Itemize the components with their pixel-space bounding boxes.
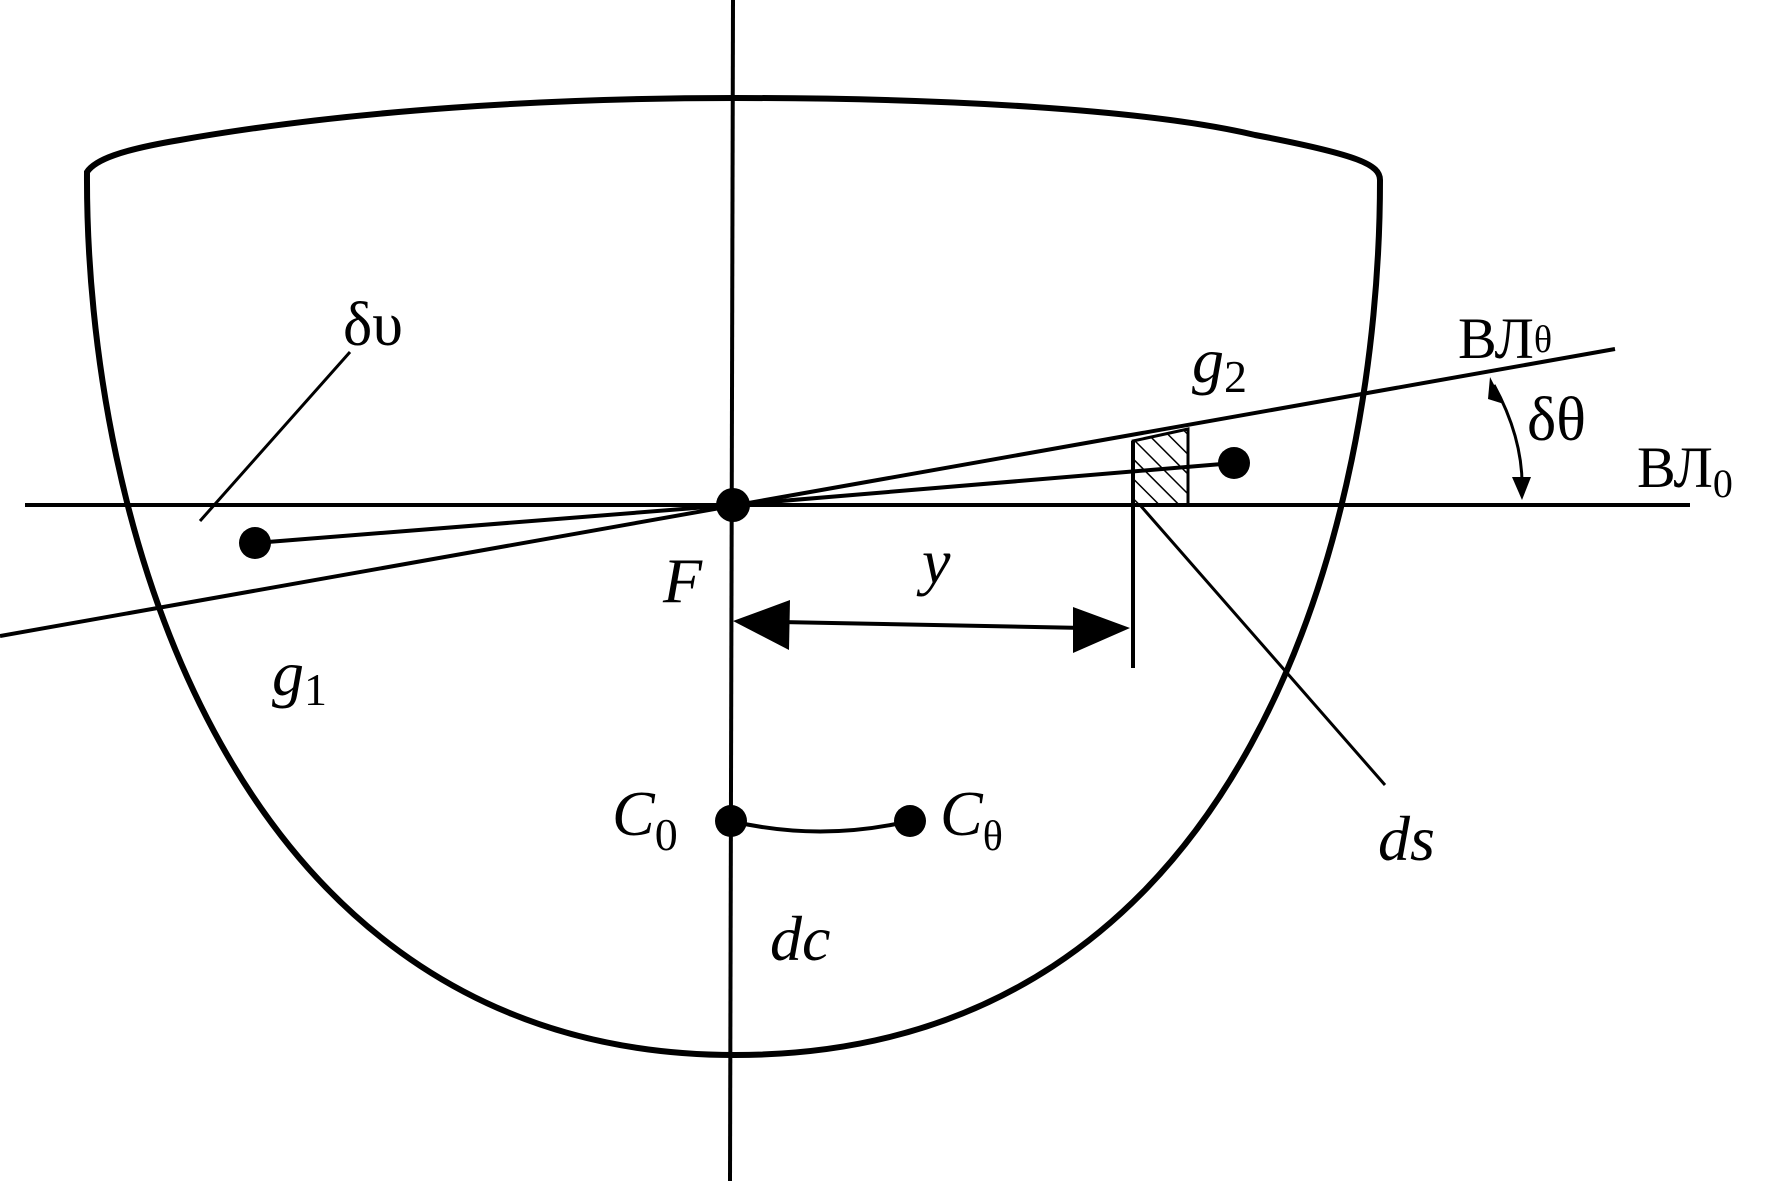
label-dc: dc [770, 903, 830, 974]
point-F [716, 488, 750, 522]
delta-upsilon-leader-line [198, 351, 352, 522]
label-Ctheta: Cθ [940, 778, 1003, 860]
point-C0 [715, 805, 747, 837]
label-C0: C0 [612, 778, 678, 860]
label-ds: ds [1378, 803, 1435, 874]
point-Ctheta [894, 805, 926, 837]
y-dimension-line [779, 620, 1086, 630]
label-F: F [662, 545, 703, 616]
ds-leader-line [1138, 504, 1387, 786]
hull-contour [83, 94, 1384, 1059]
label-waterline-theta: ВЛθ [1458, 306, 1552, 371]
center-axis [728, 0, 735, 1181]
label-y: y [916, 526, 951, 597]
delta-theta-arrowhead-bottom [1512, 477, 1531, 500]
label-delta-upsilon: δυ [343, 291, 403, 359]
dc-curve [730, 819, 911, 834]
line-f-g1 [254, 503, 734, 545]
y-arrowhead-left [733, 600, 790, 650]
label-g1: g1 [272, 638, 327, 715]
label-g2: g2 [1192, 325, 1247, 402]
hatched-strip-ds [1131, 427, 1190, 507]
delta-theta-arrowhead-top [1488, 377, 1504, 404]
point-g1 [239, 527, 271, 559]
point-g2 [1218, 447, 1250, 479]
y-arrowhead-right [1073, 607, 1130, 653]
label-delta-theta: δθ [1527, 386, 1586, 454]
label-waterline-0: ВЛ0 [1637, 435, 1733, 506]
waterline-theta [0, 347, 1616, 638]
